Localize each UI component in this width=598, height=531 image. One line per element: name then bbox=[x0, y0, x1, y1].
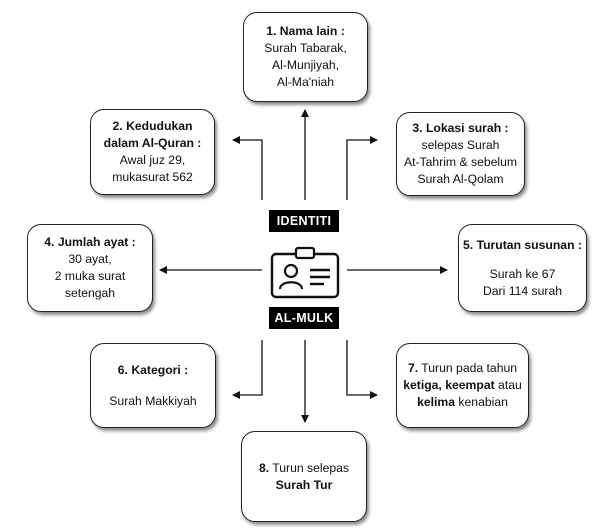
jumlah-line: setengah bbox=[64, 286, 116, 300]
lokasi-line: Surah Al-Qolam bbox=[417, 172, 504, 186]
turun-atau: atau bbox=[494, 378, 522, 392]
box-nama-lain: 1. Nama lain : Surah Tabarak, Al-Munjiya… bbox=[243, 12, 368, 102]
lokasi-line: selepas Surah bbox=[421, 138, 500, 152]
turun-selepas-surah: Surah Tur bbox=[275, 477, 333, 492]
turun-kelima: kelima bbox=[417, 395, 456, 409]
turun-ketiga: ketiga, bbox=[403, 378, 442, 392]
arrow-to-turun bbox=[346, 340, 378, 399]
box-turun-selepas: 8. Turun selepas Surah Tur bbox=[241, 431, 367, 522]
kategori-heading: 6. Kategori : bbox=[117, 362, 189, 377]
kedudukan-line: Awal juz 29, bbox=[119, 153, 186, 167]
kedudukan-line: mukasurat 562 bbox=[112, 170, 193, 184]
turun-keempat: keempat bbox=[445, 378, 495, 392]
lokasi-heading: 3. Lokasi surah : bbox=[412, 121, 509, 135]
box-turun: 7. Turun pada tahun ketiga, keempat atau… bbox=[396, 343, 529, 428]
box-turutan: 5. Turutan susunan : Surah ke 67 Dari 11… bbox=[458, 224, 587, 312]
jumlah-line: 30 ayat, bbox=[68, 252, 112, 266]
turun-line-1: 7. Turun pada tahun bbox=[408, 360, 517, 377]
turun-selepas-number: 8. bbox=[258, 460, 270, 475]
kedudukan-heading: dalam Al-Quran : bbox=[103, 136, 202, 150]
kedudukan-heading: 2. Kedudukan bbox=[112, 119, 193, 133]
turun-line-2: ketiga, keempat atau bbox=[403, 377, 522, 394]
arrow-to-kedudukan bbox=[232, 136, 263, 200]
id-card-icon bbox=[270, 246, 340, 299]
lokasi-line: At-Tahrim & sebelum bbox=[403, 155, 518, 169]
identiti-label: IDENTITI bbox=[269, 210, 339, 232]
kategori-line: Surah Makkiyah bbox=[109, 393, 197, 408]
turutan-heading: 5. Turutan susunan : bbox=[463, 237, 582, 252]
turun-selepas-text: Turun selepas bbox=[269, 460, 350, 475]
box-lokasi: 3. Lokasi surah : selepas Surah At-Tahri… bbox=[396, 112, 525, 196]
box-kedudukan: 2. Kedudukan dalam Al-Quran : Awal juz 2… bbox=[90, 109, 215, 195]
turun-selepas-line-1: 8. Turun selepas bbox=[259, 460, 349, 477]
turun-text: Turun pada tahun bbox=[418, 361, 518, 375]
box-kategori: 6. Kategori : Surah Makkiyah bbox=[90, 343, 216, 428]
box-jumlah-ayat: 4. Jumlah ayat : 30 ayat, 2 muka surat s… bbox=[27, 224, 153, 312]
turun-kenabian: kenabian bbox=[455, 395, 508, 409]
nama-lain-heading: 1. Nama lain : bbox=[266, 24, 345, 38]
turutan-line: Surah ke 67 bbox=[489, 266, 556, 281]
nama-lain-line: Surah Tabarak, bbox=[264, 41, 347, 55]
jumlah-line: 2 muka surat bbox=[54, 269, 126, 283]
turun-number: 7. bbox=[407, 361, 419, 375]
al-mulk-label: AL-MULK bbox=[269, 307, 339, 329]
turutan-line: Dari 114 surah bbox=[482, 283, 563, 298]
nama-lain-line: Al-Ma'niah bbox=[276, 75, 335, 89]
arrow-to-kategori bbox=[232, 340, 263, 399]
turun-line-3: kelima kenabian bbox=[417, 394, 508, 411]
arrow-to-lokasi bbox=[346, 136, 378, 200]
jumlah-heading: 4. Jumlah ayat : bbox=[44, 235, 136, 249]
nama-lain-line: Al-Munjiyah, bbox=[271, 58, 340, 72]
